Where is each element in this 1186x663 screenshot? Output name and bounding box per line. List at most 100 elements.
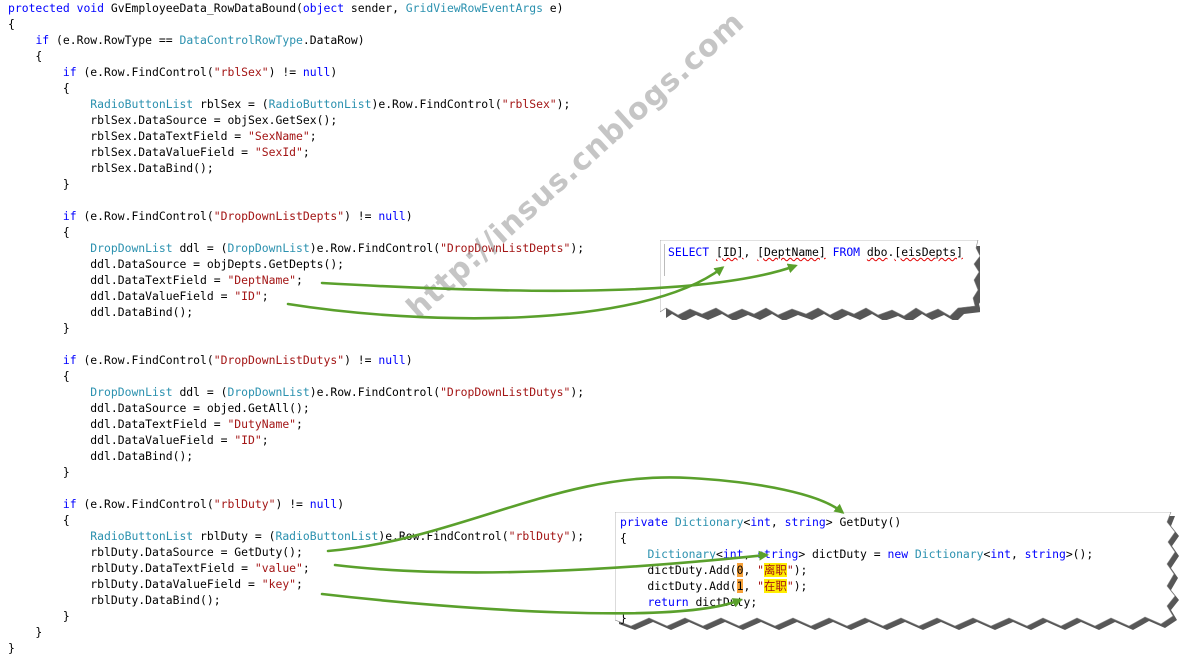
- code-token: ,: [743, 547, 758, 561]
- code-token: ) !=: [268, 65, 303, 79]
- code-line: ddl.DataSource = objed.GetAll();: [8, 400, 584, 416]
- arrow-value-to-dictionary: [333, 550, 769, 574]
- code-token: ) !=: [344, 353, 379, 367]
- code-token: );: [556, 97, 571, 111]
- code-token: <: [743, 515, 751, 529]
- code-token: dbo: [866, 245, 888, 259]
- code-token: ": [757, 563, 765, 577]
- code-line: ddl.DataBind();: [8, 304, 584, 320]
- code-token: [ID]: [716, 245, 744, 259]
- code-token: {: [8, 369, 70, 383]
- code-token: new: [887, 547, 909, 561]
- code-token: Dictionary: [914, 547, 984, 561]
- code-token: }: [620, 611, 627, 625]
- code-token: [eisDepts]: [894, 245, 963, 259]
- arrow-key-to-dictionary: [320, 592, 743, 615]
- code-line: rblSex.DataTextField = "SexName";: [8, 128, 584, 144]
- code-token: GvEmployeeData_RowDataBound(: [104, 1, 303, 15]
- code-line: rblDuty.DataSource = GetDuty();: [8, 544, 584, 560]
- code-token: "ID": [234, 433, 262, 447]
- code-token: }: [8, 465, 70, 479]
- code-token: ddl = (: [172, 241, 228, 255]
- code-token: "DropDownListDepts": [213, 209, 345, 223]
- code-token: ddl.DataBind();: [8, 305, 194, 319]
- code-token: ": [757, 579, 765, 593]
- code-token: (e.Row.FindControl(: [76, 65, 214, 79]
- code-token: "rblSex": [501, 97, 557, 111]
- code-line: ddl.DataValueField = "ID";: [8, 288, 584, 304]
- code-line: {: [620, 530, 1093, 546]
- code-line: rblDuty.DataTextField = "value";: [8, 560, 584, 576]
- code-token: rblSex = (: [193, 97, 269, 111]
- code-line: ddl.DataBind();: [8, 448, 584, 464]
- code-line: ddl.DataTextField = "DeptName";: [8, 272, 584, 288]
- code-line: {: [8, 80, 584, 96]
- code-token: {: [620, 531, 627, 545]
- code-token: object: [302, 1, 345, 15]
- code-token: void: [76, 1, 105, 15]
- code-line: rblSex.DataValueField = "SexId";: [8, 144, 584, 160]
- code-token: ) !=: [275, 497, 310, 511]
- code-token: ,: [770, 515, 785, 529]
- code-token: ) !=: [344, 209, 379, 223]
- code-token: ddl.DataTextField =: [8, 273, 228, 287]
- code-token: )e.Row.FindControl(: [378, 529, 509, 543]
- code-line: if (e.Row.RowType == DataControlRowType.…: [8, 32, 584, 48]
- code-token: [DeptName]: [757, 245, 826, 259]
- code-token: "DeptName": [227, 273, 297, 287]
- code-token: "rblSex": [213, 65, 269, 79]
- code-line: {: [8, 224, 584, 240]
- code-token: ): [337, 497, 345, 511]
- code-token: (e.Row.FindControl(: [76, 353, 214, 367]
- code-token: 离职: [764, 563, 787, 577]
- code-token: GridViewRowEventArgs: [405, 1, 543, 15]
- code-token: >();: [1065, 547, 1094, 561]
- getduty-method-callout: private Dictionary<int, string> GetDuty(…: [615, 512, 1183, 634]
- code-token: SELECT: [668, 245, 710, 259]
- code-token: ddl.DataBind();: [8, 449, 194, 463]
- code-token: "ID": [234, 289, 262, 303]
- code-token: {: [8, 81, 70, 95]
- code-token: }: [8, 321, 70, 335]
- code-token: sender,: [344, 1, 406, 15]
- code-line: }: [8, 320, 584, 336]
- code-token: DropDownList: [90, 241, 173, 255]
- code-token: protected: [8, 1, 70, 15]
- code-token: "value": [254, 561, 303, 575]
- code-token: }: [8, 177, 70, 191]
- code-token: ,: [743, 245, 751, 259]
- code-token: );: [793, 579, 808, 593]
- code-token: rblDuty.DataValueField =: [8, 577, 262, 591]
- code-line: if (e.Row.FindControl("rblDuty") != null…: [8, 496, 584, 512]
- code-line: DropDownList ddl = (DropDownList)e.Row.F…: [8, 384, 584, 400]
- code-line: rblDuty.DataValueField = "key";: [8, 576, 584, 592]
- code-line: }: [8, 640, 584, 656]
- code-token: rblSex.DataBind();: [8, 161, 214, 175]
- code-token: ,: [743, 579, 758, 593]
- code-token: (e.Row.FindControl(: [76, 497, 214, 511]
- code-line: RadioButtonList rblSex = (RadioButtonLis…: [8, 96, 584, 112]
- code-token: 1: [736, 579, 744, 593]
- sql-query-callout: SELECT [ID], [DeptName] FROM dbo.[eisDep…: [660, 240, 980, 320]
- sql-query-text: SELECT [ID], [DeptName] FROM dbo.[eisDep…: [668, 244, 963, 260]
- code-token: dictDuty.Add(: [620, 579, 737, 593]
- code-line: if (e.Row.FindControl("DropDownListDutys…: [8, 352, 584, 368]
- arrow-id-to-sql: [286, 266, 725, 320]
- code-token: if: [62, 353, 77, 367]
- code-token: ;: [302, 561, 310, 575]
- code-token: RadioButtonList: [268, 97, 372, 111]
- code-token: (e.Row.RowType ==: [49, 33, 180, 47]
- code-token: DropDownList: [227, 241, 310, 255]
- code-token: ;: [309, 129, 317, 143]
- code-token: ddl.DataSource = objed.GetAll();: [8, 401, 310, 415]
- code-token: ): [330, 65, 338, 79]
- code-token: null: [378, 353, 406, 367]
- code-line: }: [8, 608, 584, 624]
- code-line: {: [8, 16, 584, 32]
- code-token: "SexId": [254, 145, 303, 159]
- code-token: "rblDuty": [508, 529, 571, 543]
- code-line: DropDownList ddl = (DropDownList)e.Row.F…: [8, 240, 584, 256]
- arrow-getduty-to-method: [326, 476, 845, 553]
- code-token: .: [887, 245, 895, 259]
- code-token: DataControlRowType: [179, 33, 303, 47]
